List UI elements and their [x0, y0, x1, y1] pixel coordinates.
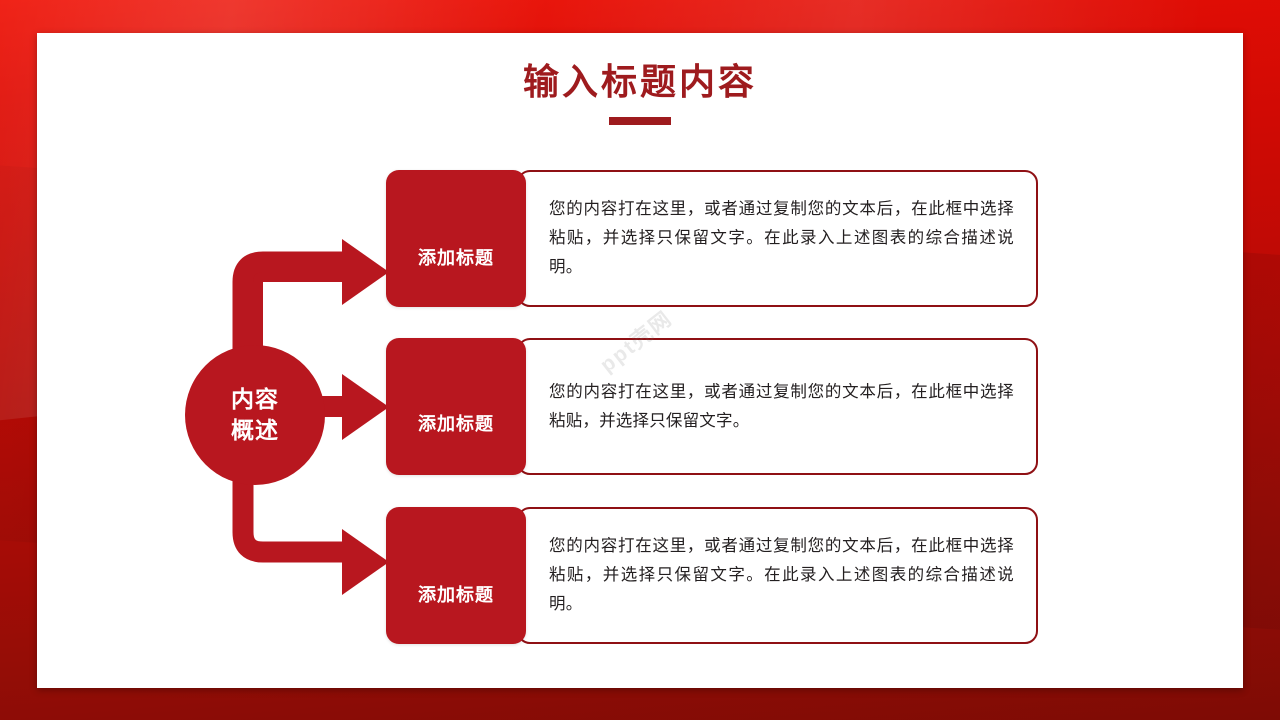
process-row: 您的内容打在这里，或者通过复制您的文本后，在此框中选择粘贴，并选择只保留文字。 … [386, 338, 1038, 475]
process-row: 您的内容打在这里，或者通过复制您的文本后，在此框中选择粘贴，并选择只保留文字。在… [386, 170, 1038, 307]
title-block: 输入标题内容 [37, 60, 1243, 126]
hub-label-line-1: 内容 [231, 385, 279, 412]
arrow-head-row-2 [342, 374, 389, 440]
row-body-1: 您的内容打在这里，或者通过复制您的文本后，在此框中选择粘贴，并选择只保留文字。在… [517, 170, 1038, 307]
title-underline-accent [609, 117, 671, 126]
row-tile-2[interactable]: 添加标题 [386, 338, 526, 475]
row-body-3: 您的内容打在这里，或者通过复制您的文本后，在此框中选择粘贴，并选择只保留文字。在… [517, 507, 1038, 644]
content-card: 输入标题内容 内容 概述 [37, 33, 1243, 688]
row-tile-label-1: 添加标题 [418, 247, 494, 268]
row-tile-label-3: 添加标题 [418, 584, 494, 605]
row-body-2: 您的内容打在这里，或者通过复制您的文本后，在此框中选择粘贴，并选择只保留文字。 [517, 338, 1038, 475]
row-tile-label-2: 添加标题 [418, 413, 494, 434]
arrow-stem-row-1 [232, 251, 350, 433]
page-title: 输入标题内容 [522, 61, 757, 102]
process-diagram: 内容 概述 您的内容打在这里，或者通过复制您的文本后，在此框中选择粘贴，并选择只… [37, 33, 1243, 688]
row-body-text-1: 您的内容打在这里，或者通过复制您的文本后，在此框中选择粘贴，并选择只保留文字。在… [549, 200, 1014, 276]
row-body-text-2: 您的内容打在这里，或者通过复制您的文本后，在此框中选择粘贴，并选择只保留文字。 [549, 382, 1014, 430]
connector-arrows [232, 239, 389, 595]
row-tile-1[interactable]: 添加标题 [386, 170, 526, 307]
row-body-text-3: 您的内容打在这里，或者通过复制您的文本后，在此框中选择粘贴，并选择只保留文字。在… [549, 537, 1014, 613]
row-tile-3[interactable]: 添加标题 [386, 507, 526, 644]
hub-node[interactable]: 内容 概述 [185, 345, 325, 485]
process-row: 您的内容打在这里，或者通过复制您的文本后，在此框中选择粘贴，并选择只保留文字。在… [386, 507, 1038, 644]
arrow-head-row-1 [342, 239, 389, 305]
hub-label-line-2: 概述 [231, 417, 279, 443]
arrow-stem-row-3 [232, 381, 350, 563]
arrow-head-row-3 [342, 529, 389, 595]
